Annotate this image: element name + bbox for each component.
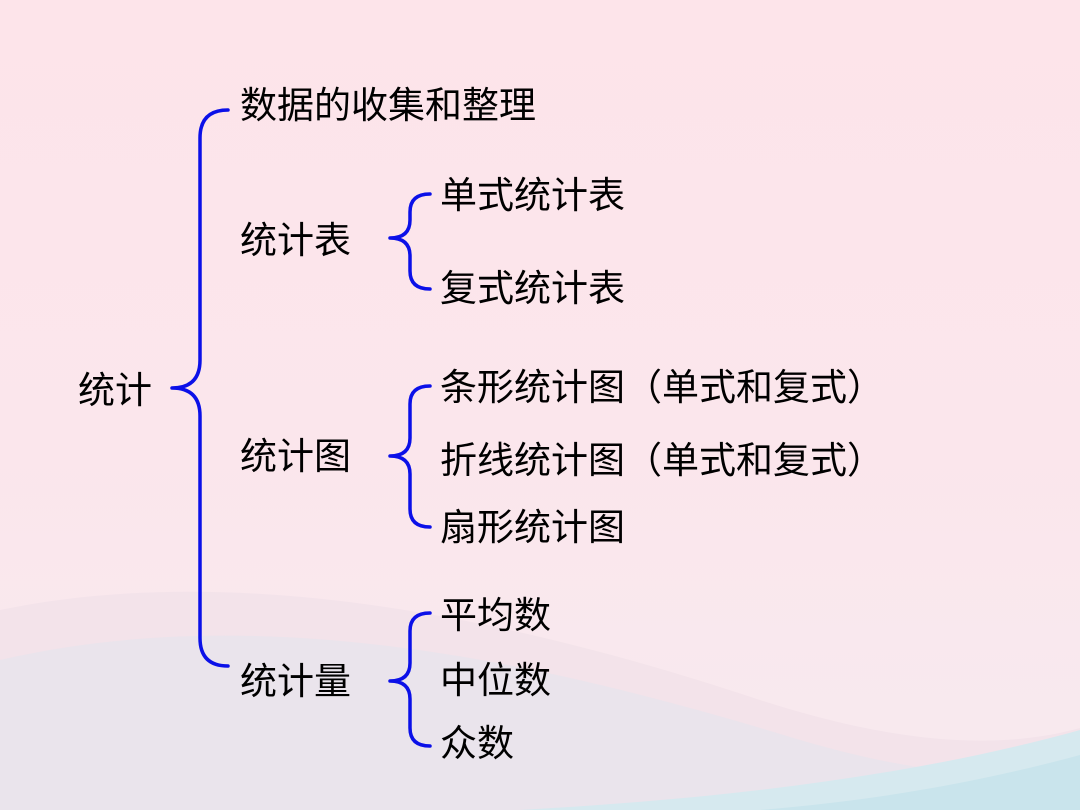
node-compound-table: 复式统计表 xyxy=(440,267,625,310)
root-node-label: 统计 xyxy=(78,369,152,412)
chart-brace xyxy=(388,384,432,529)
node-median: 中位数 xyxy=(440,659,551,702)
node-data-collection: 数据的收集和整理 xyxy=(240,84,536,127)
node-statistical-table: 统计表 xyxy=(240,219,351,262)
wave-layer-4 xyxy=(760,755,1080,810)
root-brace xyxy=(170,108,230,668)
node-statistical-chart: 统计图 xyxy=(240,435,351,478)
node-single-table: 单式统计表 xyxy=(440,174,625,217)
node-line-chart: 折线统计图（单式和复式） xyxy=(440,439,884,482)
measure-brace xyxy=(388,611,432,748)
node-bar-chart: 条形统计图（单式和复式） xyxy=(440,366,884,409)
table-brace xyxy=(388,192,432,291)
wave-layer-2 xyxy=(0,635,1080,810)
node-mode: 众数 xyxy=(440,722,514,765)
node-pie-chart: 扇形统计图 xyxy=(440,506,625,549)
node-statistical-measure: 统计量 xyxy=(240,660,351,703)
node-mean: 平均数 xyxy=(440,594,551,637)
